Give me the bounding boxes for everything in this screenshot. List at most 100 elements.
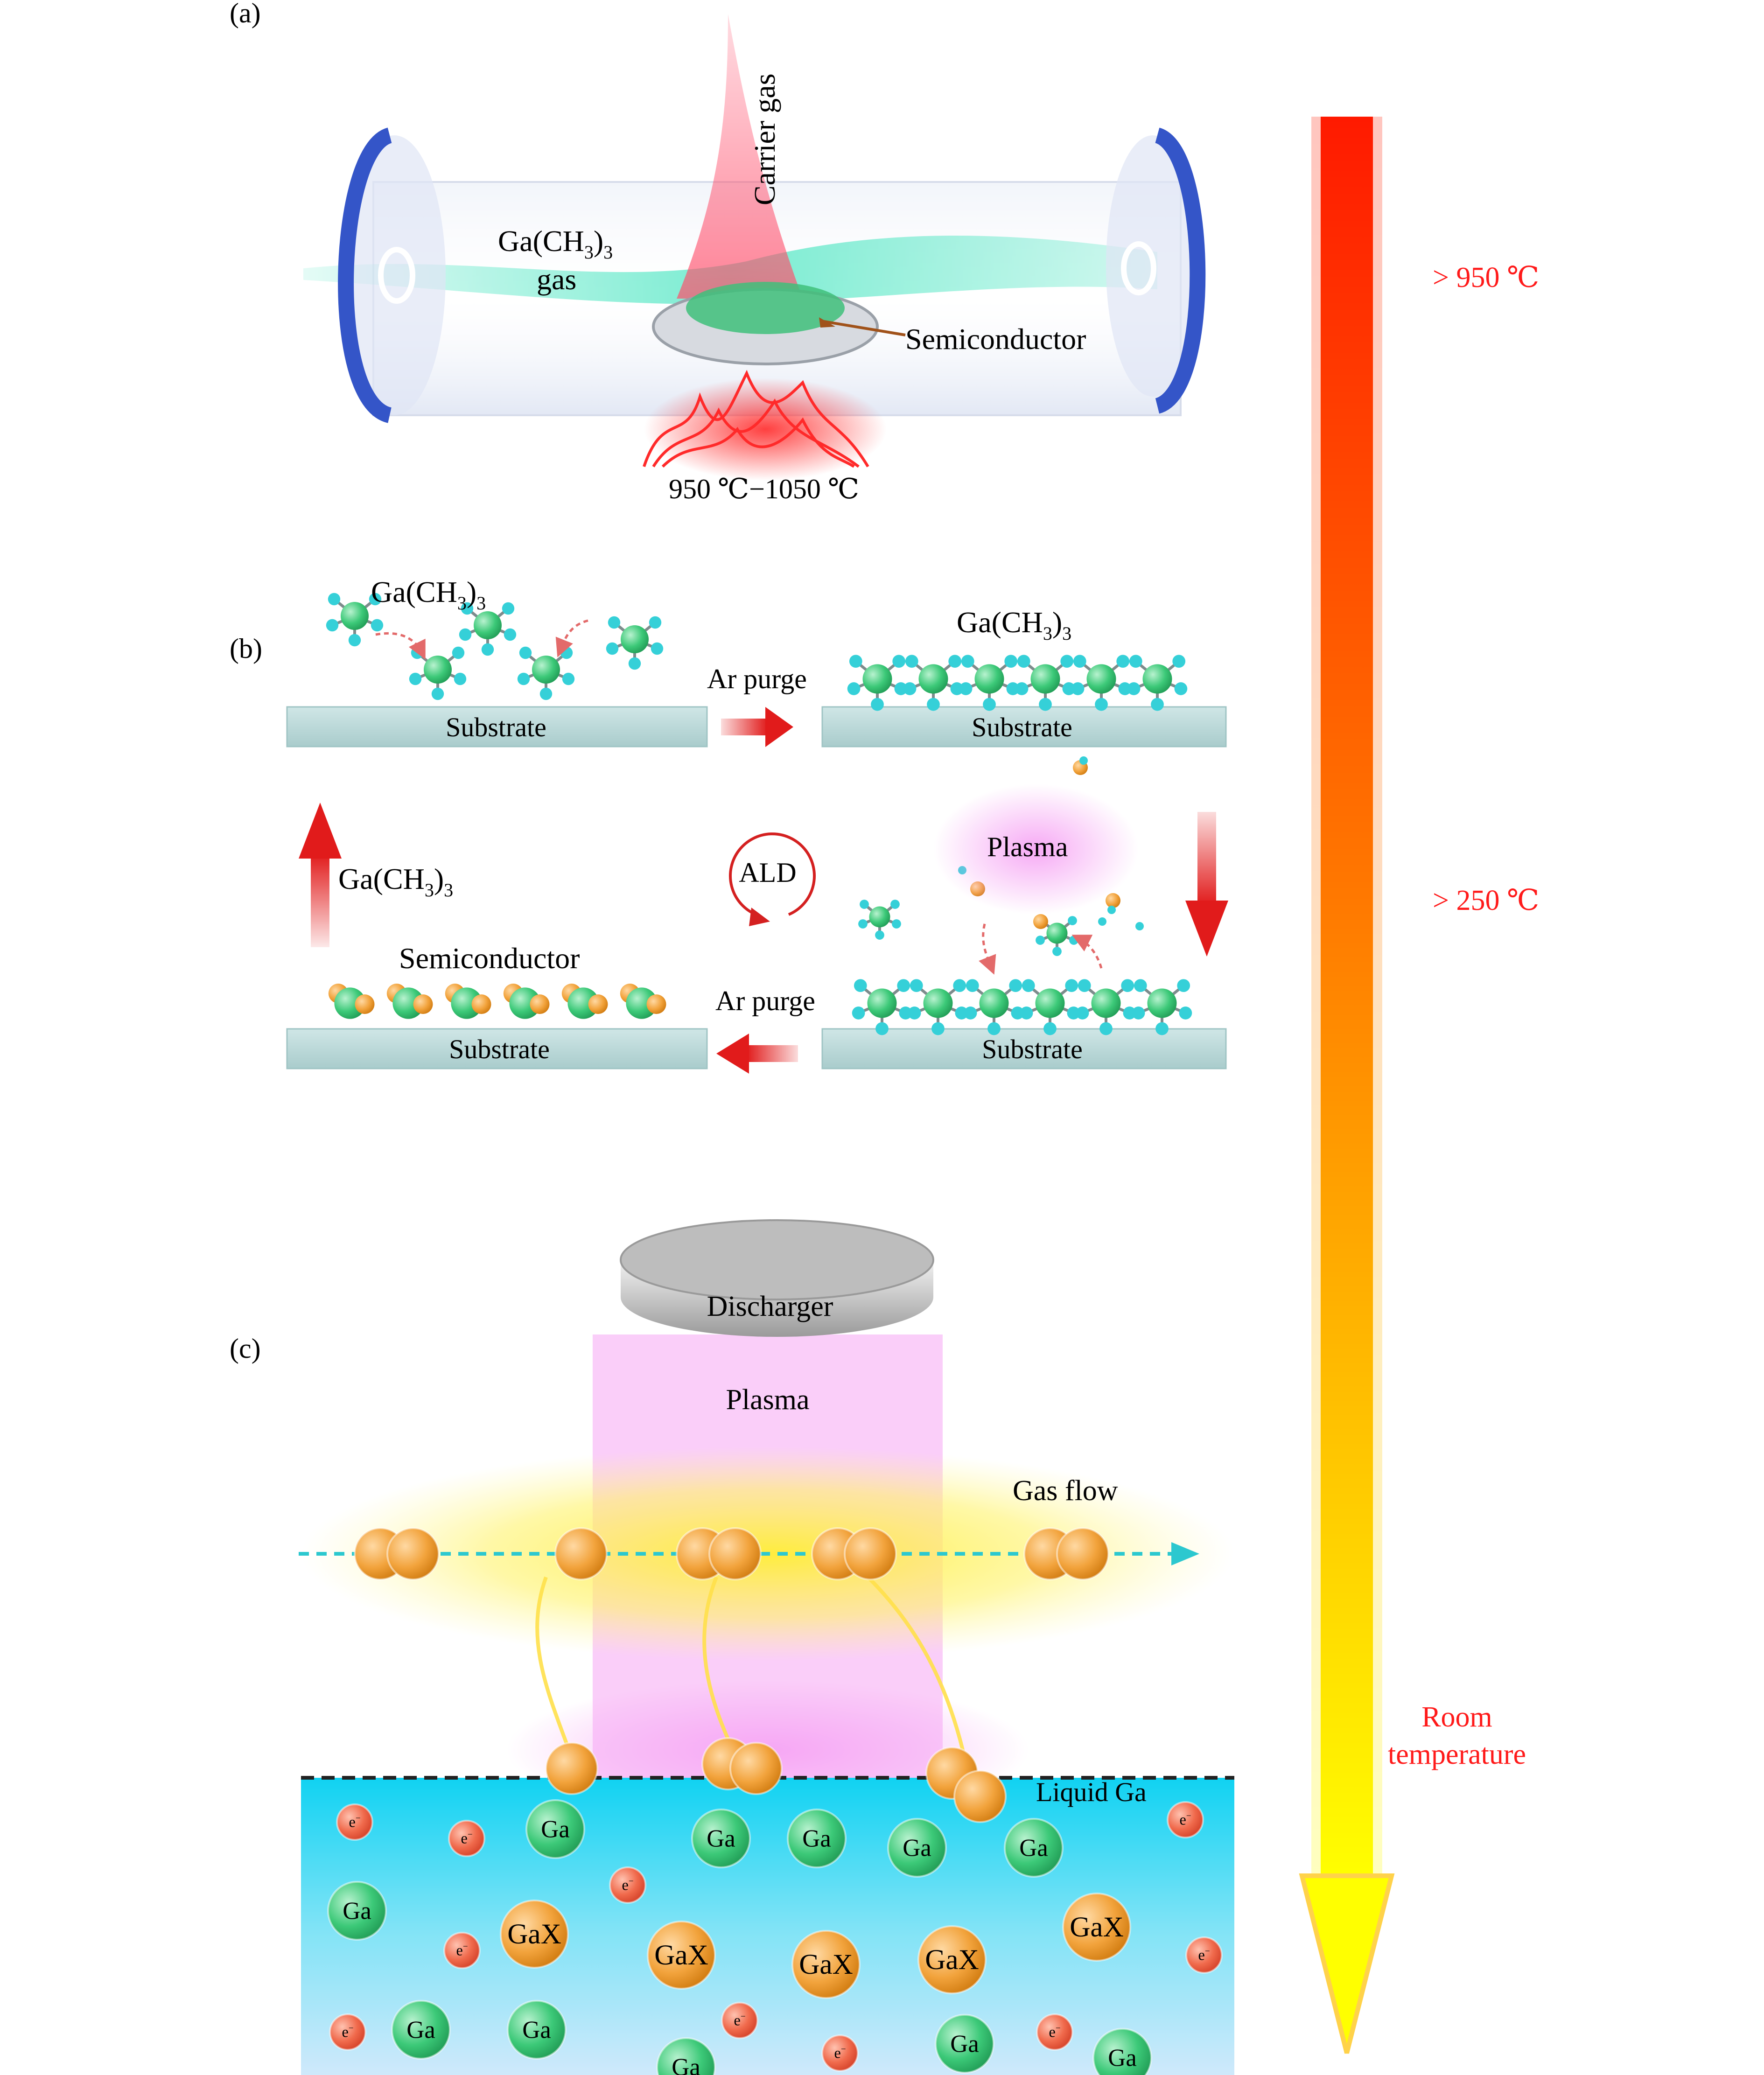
plasma-label-c: Plasma	[726, 1384, 809, 1416]
precursor-label: Ga(CH3)3	[498, 224, 613, 263]
right-port	[1121, 241, 1156, 295]
semiconductor-label-b: Semiconductor	[399, 942, 580, 975]
semiconductor-unit	[620, 984, 666, 1019]
panel-a-label: (a)	[230, 0, 261, 28]
released-methyl	[1036, 916, 1078, 956]
ga-atom: Ga	[1092, 2028, 1152, 2075]
panel-c-label: (c)	[230, 1333, 261, 1364]
ald-cycle-indicator: ALD	[729, 832, 816, 926]
electron: e−	[821, 2034, 859, 2072]
gax-molecule-label: GaX	[507, 1918, 561, 1950]
electron-label: e−	[349, 1813, 360, 1830]
ga-atom: Ga	[656, 2037, 716, 2075]
ga-atom-label: Ga	[406, 2016, 435, 2043]
precursor-molecule	[326, 593, 384, 647]
electron: e−	[609, 1866, 646, 1904]
left-port	[378, 247, 415, 304]
carrier-gas-plume	[677, 14, 803, 299]
precursor-label-top-left: Ga(CH3)3	[371, 575, 486, 614]
substrate-top-left: Substrate	[286, 706, 708, 748]
electron: e−	[1185, 1936, 1223, 1974]
ga-atom: Ga	[327, 1881, 387, 1941]
adsorbed-precursor	[903, 655, 964, 711]
substrate-label: Substrate	[446, 712, 546, 742]
gas-label: gas	[537, 263, 576, 296]
arrow-left-ar-purge	[716, 1034, 798, 1074]
gax-molecule-label: GaX	[654, 1939, 708, 1971]
electron: e−	[329, 2013, 366, 2051]
carrier-gas-label: Carrier gas	[748, 73, 781, 205]
left-flange	[338, 127, 393, 423]
panel-b: (b) Substrate Substrate Substrate Substr…	[230, 575, 1228, 1074]
electron-label: e−	[622, 1876, 633, 1893]
ga-atom-label: Ga	[1019, 1834, 1048, 1861]
semiconductor-unit	[445, 984, 491, 1019]
reacting-precursor	[908, 979, 968, 1035]
arrow-right-ar-purge	[721, 707, 793, 747]
ga-atom-label: Ga	[707, 1825, 735, 1852]
electron-label: e−	[734, 2012, 745, 2028]
semiconductor-unit	[561, 984, 608, 1019]
electron: e−	[1036, 2013, 1073, 2051]
panel-a: (a) Carrier gas Ga(CH3)3 gas Semico	[230, 0, 1206, 504]
gax-molecule: GaX	[791, 1930, 861, 1999]
temperature-arrow-head	[1299, 1873, 1395, 2054]
electron-label: e−	[342, 2023, 353, 2040]
plasma-ion	[1107, 906, 1116, 914]
ga-atom-label: Ga	[522, 2016, 551, 2043]
semiconductor-leader	[821, 320, 906, 336]
reacting-precursor	[1132, 979, 1192, 1035]
left-end-cap	[343, 135, 446, 415]
semiconductor-label: Semiconductor	[905, 322, 1086, 356]
semiconductor-unit	[328, 984, 375, 1019]
substrate-top-right: Substrate	[821, 706, 1227, 748]
adsorbed-precursor	[847, 655, 908, 711]
right-flange	[1154, 127, 1206, 414]
reacting-precursor	[1076, 979, 1136, 1035]
precursor-molecule	[606, 616, 664, 670]
precursor-molecules	[326, 593, 1192, 1035]
reacting-precursor	[1020, 979, 1080, 1035]
temp-label-high: > 950 ℃	[1433, 262, 1539, 293]
electron: e−	[336, 1803, 373, 1841]
plasma-cloud-b	[933, 784, 1139, 915]
dopant-atom	[386, 1527, 440, 1580]
temperature-range-label: 950 ℃−1050 ℃	[669, 474, 859, 504]
ga-atom: Ga	[935, 2014, 994, 2074]
temp-label-room-line1: Room	[1421, 1701, 1492, 1733]
adsorbed-precursor	[1071, 655, 1132, 711]
temp-label-room-line2: temperature	[1388, 1739, 1526, 1770]
ga-atom: Ga	[887, 1818, 947, 1878]
reacting-precursor	[964, 979, 1024, 1035]
electron-label: e−	[834, 2044, 846, 2061]
adsorbed-precursor	[1127, 655, 1188, 711]
gax-molecule: GaX	[917, 1925, 987, 1994]
ga-atom: Ga	[691, 1809, 751, 1868]
electron: e−	[1167, 1801, 1204, 1838]
substrate-label: Substrate	[449, 1034, 550, 1064]
temperature-bar-glow	[1311, 117, 1382, 1880]
substrate-bottom-right: Substrate	[821, 1028, 1227, 1069]
semiconductor-wafer	[686, 282, 845, 334]
gax-molecule-label: GaX	[925, 1944, 979, 1976]
electron-label: e−	[1179, 1811, 1191, 1828]
ga-atom-label: Ga	[343, 1897, 371, 1924]
electron-label: e−	[1049, 2023, 1060, 2040]
reacting-precursor	[852, 979, 912, 1035]
plasma-ion	[1079, 756, 1088, 765]
semiconductor-unit	[386, 984, 433, 1019]
ga-atom-label: Ga	[1108, 2044, 1136, 2071]
ga-atom: Ga	[787, 1809, 847, 1868]
heater-flames	[643, 370, 869, 468]
gas-flow-arrow-head	[1171, 1542, 1199, 1565]
gas-flow-label: Gas flow	[1013, 1475, 1118, 1507]
dopant-atom	[844, 1527, 897, 1580]
ald-label: ALD	[739, 857, 796, 888]
temp-label-mid: > 250 ℃	[1433, 885, 1539, 916]
precursor-molecule	[517, 646, 575, 700]
ar-purge-label-top: Ar purge	[707, 664, 807, 694]
semiconductor-unit	[503, 984, 550, 1019]
gax-molecule-label: GaX	[1070, 1911, 1124, 1943]
dopant-atom	[708, 1527, 762, 1580]
